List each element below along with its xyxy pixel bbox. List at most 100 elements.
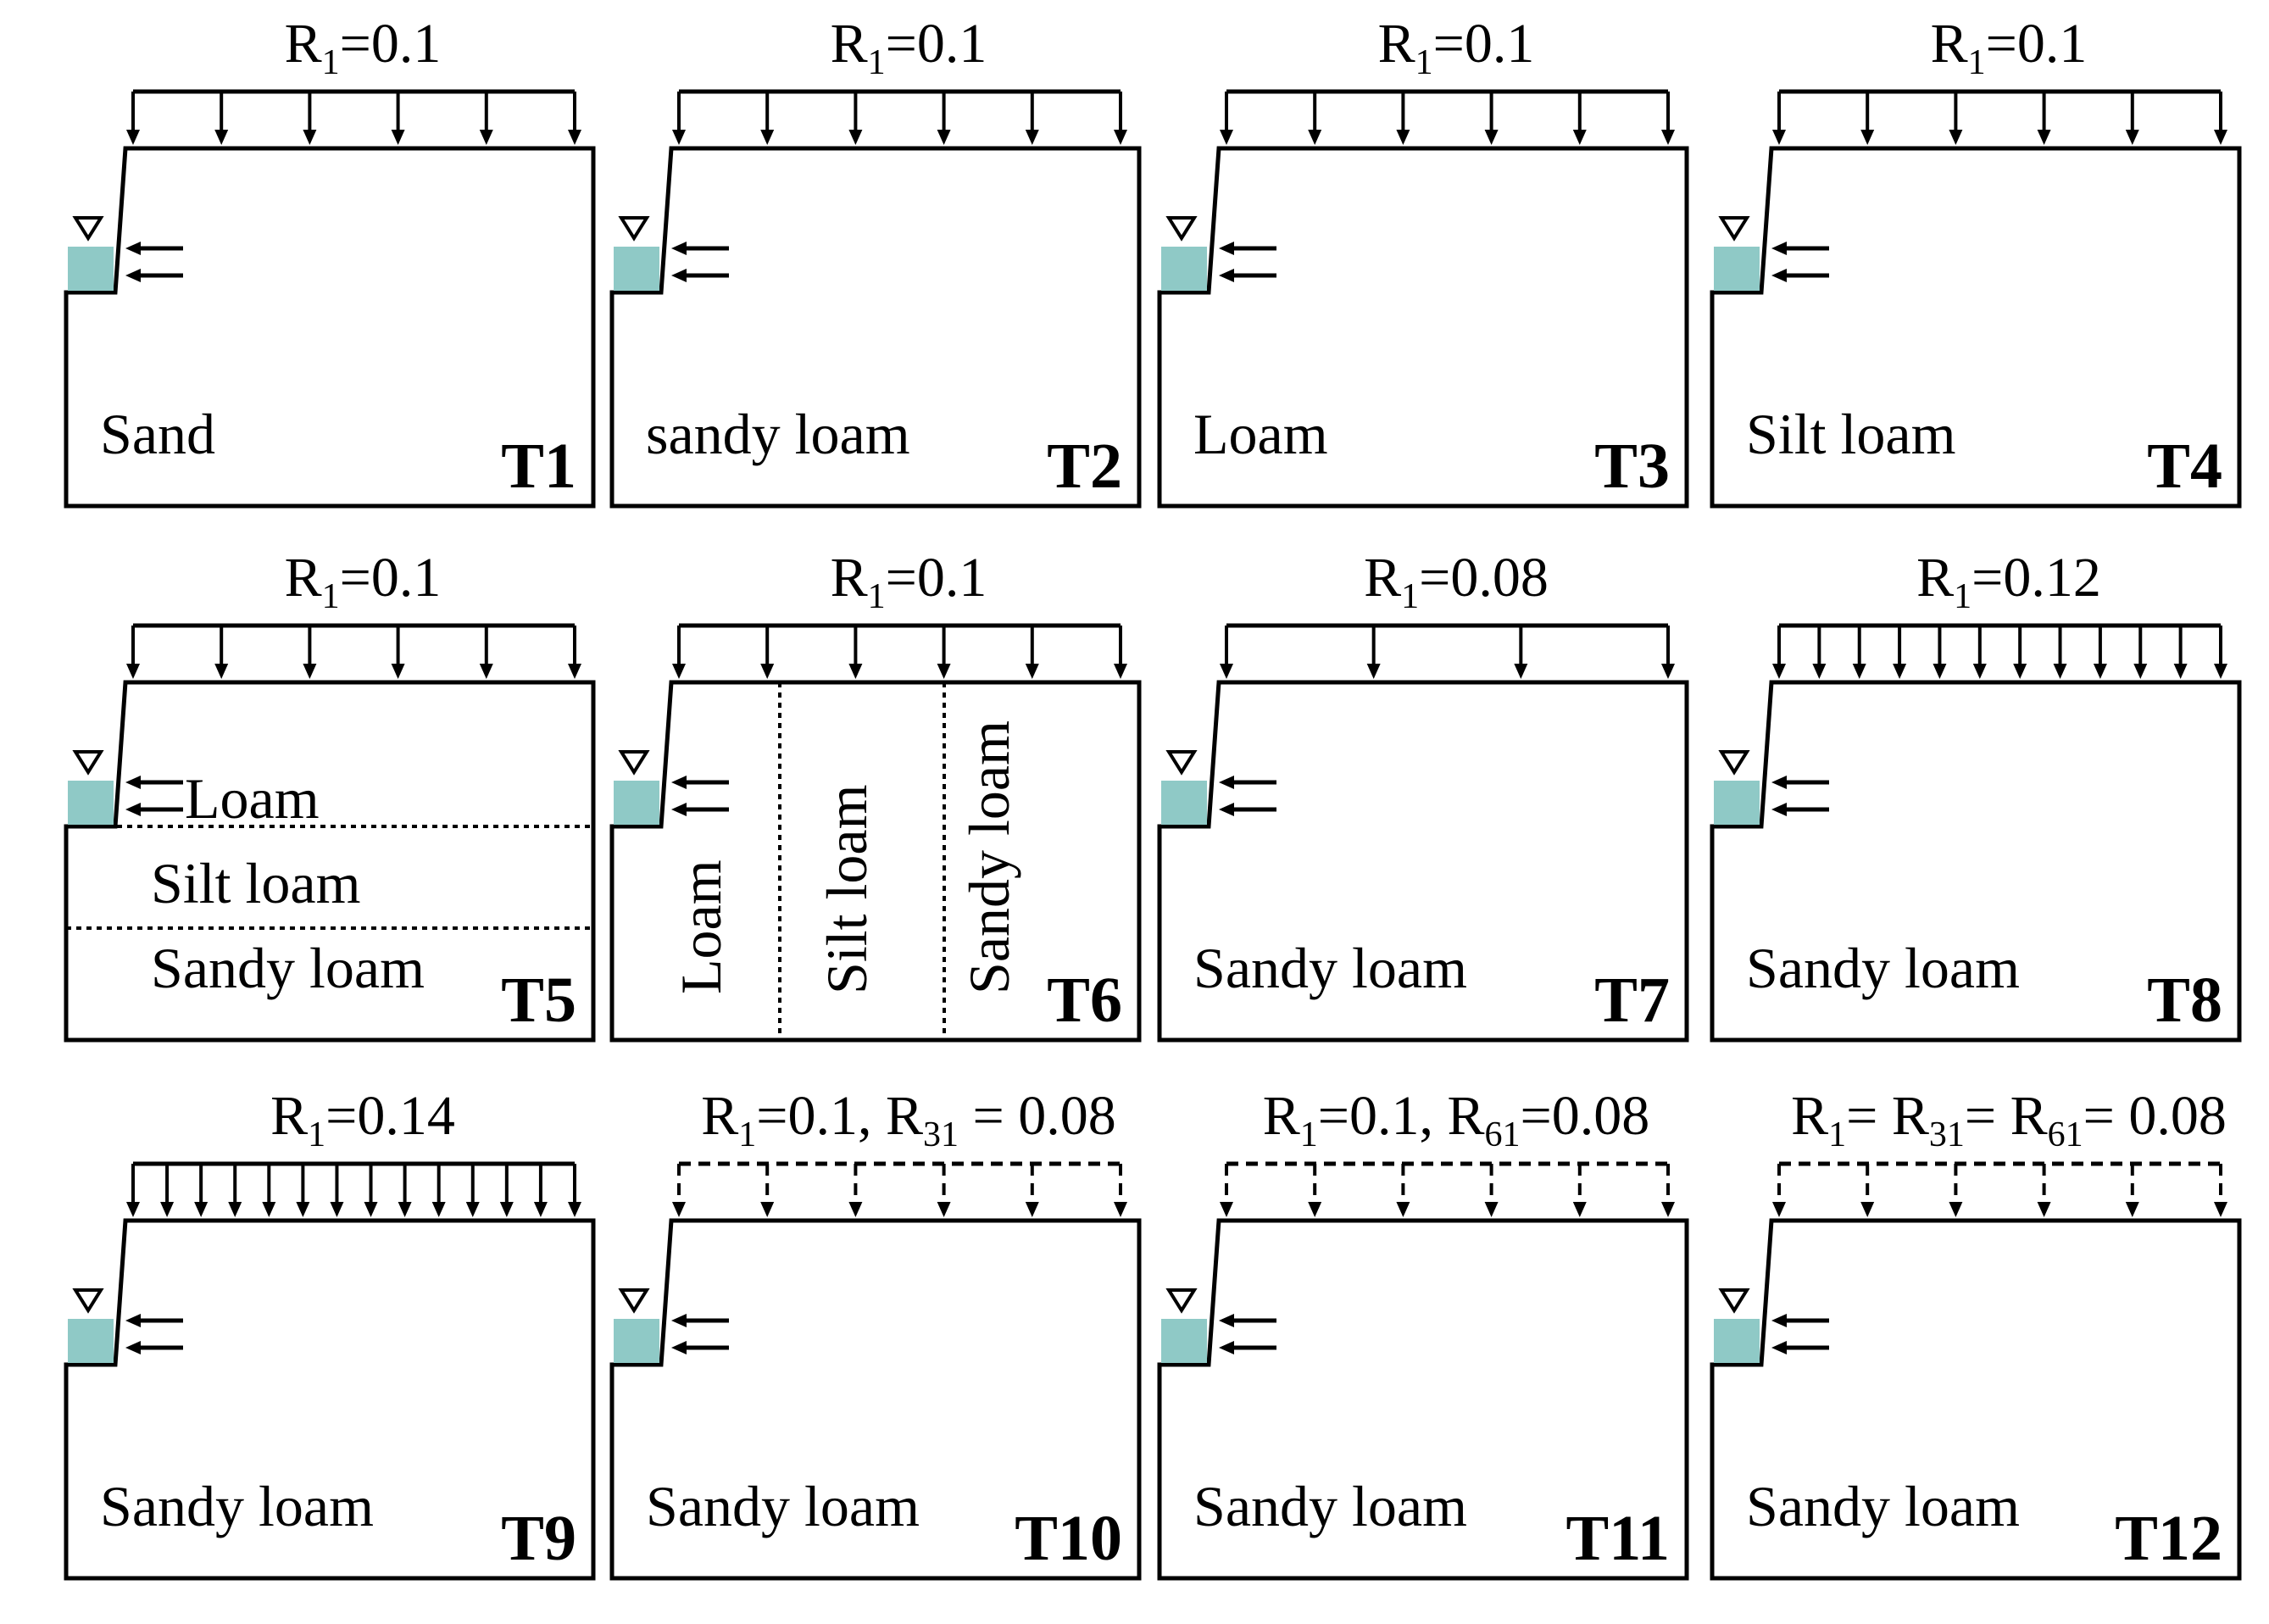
rainfall-arrows <box>126 623 581 679</box>
inflow-arrow-icon <box>671 1341 729 1354</box>
domain-outline <box>609 1218 1142 1581</box>
water-level-icon <box>618 1288 650 1314</box>
domain-outline <box>1710 680 2242 1043</box>
rainfall-label: R1=0.1 <box>831 13 987 82</box>
case-id-label: T11 <box>1566 1503 1671 1574</box>
case-id-label: T3 <box>1594 431 1670 502</box>
rainfall-arrowhead <box>2037 130 2051 145</box>
water-level-icon <box>618 216 650 242</box>
water-level-icon <box>72 1288 104 1314</box>
rainfall-label-part: R <box>831 547 868 609</box>
inflow-arrow-icon <box>1771 776 1829 789</box>
rainfall-label-part: R <box>1364 547 1401 609</box>
rainfall-arrowhead <box>1772 664 1786 679</box>
water-level-icon <box>618 750 650 776</box>
rainfall-arrowhead <box>391 130 405 145</box>
rainfall-label: R1=0.1 <box>285 547 442 616</box>
rainfall-arrowhead <box>848 1202 863 1217</box>
soil-column-label: Loam <box>669 859 733 994</box>
domain-outline <box>1710 146 2242 509</box>
inflow-arrow-icon <box>671 269 729 282</box>
soil-layer-label: Silt loam <box>151 851 360 915</box>
inflow-arrow-icon <box>1219 803 1276 816</box>
rainfall-arrows <box>672 623 1127 679</box>
channel-water <box>1161 1319 1207 1363</box>
rainfall-label-part: = 0.08 <box>2083 1085 2227 1147</box>
rainfall-arrowhead <box>1025 1202 1039 1217</box>
rainfall-arrowhead <box>1572 1202 1587 1217</box>
rainfall-label-part: =0.1 <box>340 547 442 609</box>
rainfall-arrowhead <box>431 1202 446 1217</box>
domain-outline <box>609 680 1142 1043</box>
channel-water <box>1714 1319 1760 1363</box>
inflow-arrow-icon <box>1219 242 1276 255</box>
rainfall-arrowhead <box>533 1202 548 1217</box>
rainfall-subscript: 1 <box>322 43 340 82</box>
rainfall-label-part: = R <box>1846 1085 1929 1147</box>
soil-column-label: Silt loam <box>815 785 879 994</box>
rainfall-label-part: =0.12 <box>1971 547 2101 609</box>
inflow-arrow-icon <box>125 1314 183 1327</box>
rainfall-label-part: = 0.08 <box>959 1085 1116 1147</box>
rainfall-arrowhead <box>303 664 317 679</box>
rainfall-subscript: 1 <box>738 1115 756 1154</box>
rainfall-arrowhead <box>1949 1202 1963 1217</box>
rainfall-arrowhead <box>937 664 951 679</box>
rainfall-arrowhead <box>1220 130 1233 145</box>
inflow-arrow-icon <box>125 1341 183 1354</box>
rainfall-arrowhead <box>1860 130 1875 145</box>
rainfall-arrowhead <box>214 664 229 679</box>
rainfall-arrows <box>126 89 581 145</box>
rainfall-arrowhead <box>479 664 493 679</box>
channel-water <box>614 1319 659 1363</box>
soil-type-label: Loam <box>1193 402 1328 466</box>
rainfall-label-part: R <box>285 13 322 75</box>
rainfall-arrowhead <box>2053 664 2067 679</box>
inflow-arrow-icon <box>125 242 183 255</box>
rainfall-label: R1=0.1 <box>831 547 987 616</box>
soil-type-label: Sand <box>100 402 215 466</box>
rainfall-label-part: R <box>1916 547 1954 609</box>
rainfall-arrowhead <box>1396 130 1410 145</box>
water-level-icon <box>1165 1288 1198 1314</box>
channel-water <box>1714 247 1760 291</box>
rainfall-subscript: 1 <box>308 1115 325 1154</box>
domain-outline <box>1157 146 1689 509</box>
rainfall-arrowhead <box>1661 664 1675 679</box>
rainfall-arrowhead <box>1772 130 1786 145</box>
rainfall-arrowhead <box>1220 664 1233 679</box>
soil-type-label: Sandy loam <box>1746 1474 2020 1538</box>
rainfall-label-part: R <box>270 1085 308 1147</box>
rainfall-arrowhead <box>2133 664 2148 679</box>
rainfall-subscript: 1 <box>868 577 886 616</box>
rainfall-arrowhead <box>1308 130 1322 145</box>
rainfall-subscript: 1 <box>1415 43 1433 82</box>
rainfall-arrowhead <box>1852 664 1866 679</box>
case-id-label: T5 <box>501 965 576 1036</box>
rainfall-label: R1=0.14 <box>270 1085 455 1154</box>
inflow-arrow-icon <box>1771 803 1829 816</box>
inflow-arrow-icon <box>1771 1341 1829 1354</box>
case-id-label: T4 <box>2147 431 2222 502</box>
rainfall-arrowhead <box>1484 1202 1499 1217</box>
inflow-arrow-icon <box>1771 1314 1829 1327</box>
rainfall-subscript: 1 <box>1828 1115 1846 1154</box>
rainfall-arrowhead <box>2013 664 2027 679</box>
rainfall-arrowhead <box>1114 130 1127 145</box>
rainfall-arrowhead <box>1933 664 1947 679</box>
soil-layer-label: Loam <box>185 766 320 831</box>
rainfall-arrowhead <box>568 1202 581 1217</box>
channel-water <box>614 781 659 825</box>
rainfall-label: R1=0.1, R61=0.08 <box>1263 1085 1650 1154</box>
rainfall-arrowhead <box>1025 130 1039 145</box>
rainfall-arrowhead <box>1893 664 1907 679</box>
rainfall-arrowhead <box>303 130 317 145</box>
rainfall-arrowhead <box>2093 664 2107 679</box>
channel-water <box>68 1319 114 1363</box>
rainfall-subscript: 1 <box>322 577 340 616</box>
soil-type-label: Sandy loam <box>100 1474 374 1538</box>
rainfall-arrowhead <box>160 1202 175 1217</box>
